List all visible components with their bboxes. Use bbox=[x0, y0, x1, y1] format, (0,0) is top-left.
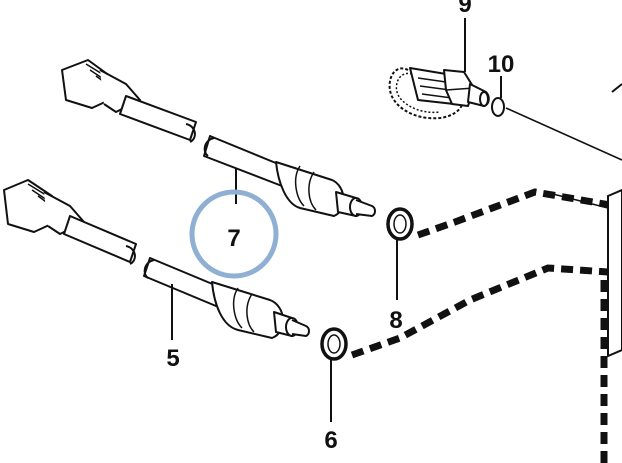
leader-lines bbox=[171, 18, 502, 422]
callout-8: 8 bbox=[389, 307, 402, 334]
upper-nut bbox=[275, 161, 345, 217]
seal-ring-8 bbox=[386, 207, 414, 241]
seal-ring-10 bbox=[491, 97, 505, 117]
callouts: 9 10 7 8 5 6 bbox=[166, 0, 514, 454]
callout-9: 9 bbox=[458, 0, 471, 18]
seal-rings bbox=[320, 97, 505, 361]
hose-assembly-upper bbox=[61, 59, 376, 217]
valve-block bbox=[607, 83, 622, 358]
thin-lines bbox=[505, 107, 622, 209]
callout-7: 7 bbox=[227, 225, 240, 252]
hose-assembly-lower bbox=[3, 179, 310, 339]
callout-6: 6 bbox=[324, 427, 337, 454]
dashed-hose-upper bbox=[416, 188, 611, 239]
dashed-hose-lower bbox=[350, 264, 609, 359]
callout-10: 10 bbox=[488, 51, 515, 78]
seal-ring-6 bbox=[320, 327, 348, 361]
callout-5: 5 bbox=[166, 345, 179, 372]
test-point-with-cap bbox=[388, 67, 490, 120]
highlight-circle bbox=[189, 189, 279, 279]
